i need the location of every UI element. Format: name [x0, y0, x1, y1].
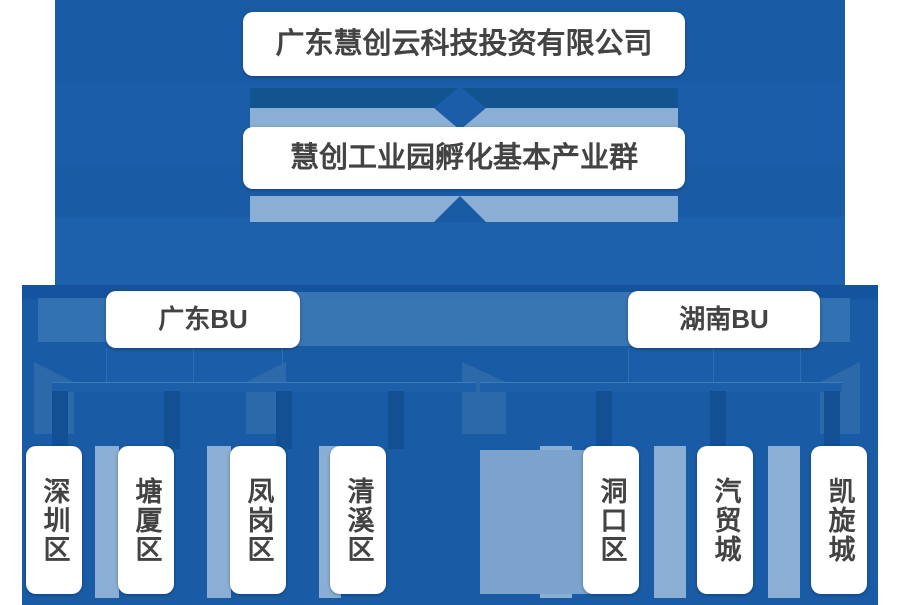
drop-column-5 [596, 391, 612, 449]
separator-bar-6 [768, 446, 800, 598]
leaf-node-dongkou[interactable]: 洞口区 [583, 446, 639, 594]
leaf-node-kaixuan-label: 凯旋城 [824, 476, 855, 564]
rail-guangdong [52, 382, 476, 392]
leaf-node-tangxia-label: 塘厦区 [131, 476, 162, 564]
drop-column-3 [276, 391, 292, 449]
leaf-node-qingxi-label: 清溪区 [343, 476, 374, 564]
separator-bar-2 [207, 446, 231, 598]
empty-slot-block [480, 450, 594, 594]
industry-group-node-label: 慧创工业园孵化基本产业群 [289, 141, 638, 174]
stem-guangdong-right [193, 348, 283, 382]
stem-hunan-left [628, 348, 714, 382]
business-unit-hunan[interactable]: 湖南BU [628, 291, 820, 348]
bu-row-band-center [290, 292, 638, 346]
separator-bar-5 [654, 446, 686, 598]
leaf-node-qingxi[interactable]: 清溪区 [330, 446, 386, 594]
business-unit-guangdong[interactable]: 广东BU [106, 291, 300, 348]
leaf-node-qimaocheng[interactable]: 汽贸城 [697, 446, 753, 594]
leaf-node-shenzhen[interactable]: 深圳区 [26, 446, 82, 594]
drop-column-4 [388, 391, 404, 449]
industry-group-node[interactable]: 慧创工业园孵化基本产业群 [243, 127, 685, 189]
leaf-node-qimaocheng-label: 汽贸城 [710, 476, 741, 564]
stem-guangdong-left [106, 348, 194, 382]
business-unit-guangdong-label: 广东BU [158, 303, 248, 334]
leaf-node-tangxia[interactable]: 塘厦区 [118, 446, 174, 594]
company-node[interactable]: 广东慧创云科技投资有限公司 [243, 12, 685, 76]
rail-hunan [480, 382, 842, 392]
diamond-connector-top-half [434, 86, 486, 108]
company-node-label: 广东慧创云科技投资有限公司 [275, 27, 653, 60]
leaf-node-fenggang[interactable]: 凤岗区 [230, 446, 286, 594]
diamond-connector-bottom-half [434, 108, 486, 130]
stem-hunan-right [713, 348, 801, 382]
separator-bar-1 [95, 446, 119, 598]
leaf-node-kaixuan[interactable]: 凯旋城 [811, 446, 867, 594]
drop-column-7 [824, 391, 840, 449]
business-unit-hunan-label: 湖南BU [679, 303, 769, 334]
drop-column-2 [164, 391, 180, 449]
leaf-node-fenggang-label: 凤岗区 [243, 476, 274, 564]
drop-column-6 [710, 391, 726, 449]
bu-row-band-left [38, 298, 110, 342]
leaf-node-dongkou-label: 洞口区 [596, 476, 627, 564]
drop-column-1 [52, 391, 68, 449]
triangle-notch-connector [434, 196, 486, 222]
leaf-node-shenzhen-label: 深圳区 [39, 476, 70, 564]
